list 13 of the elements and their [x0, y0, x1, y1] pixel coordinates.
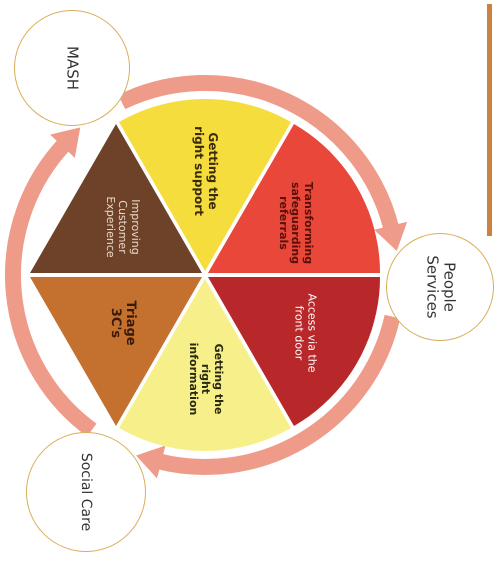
- segment-label: Getting the right information: [186, 342, 224, 418]
- circle-label: MASH: [63, 44, 81, 92]
- circle-label: Social Care: [78, 452, 94, 532]
- pie-segment: [119, 99, 291, 271]
- segment-label: Improving Customer Experience: [102, 195, 141, 260]
- segment-label: Triage 3C's: [106, 299, 137, 348]
- circle-label: People Services: [422, 254, 458, 321]
- segment-label: Access via the front door: [292, 292, 318, 374]
- curved-arrow: [136, 314, 400, 478]
- segment-label: Transforming safeguarding referrals: [276, 180, 314, 266]
- curved-arrow: [118, 75, 407, 251]
- segment-label: Getting the right support: [191, 125, 219, 218]
- pie-segment: [208, 124, 380, 273]
